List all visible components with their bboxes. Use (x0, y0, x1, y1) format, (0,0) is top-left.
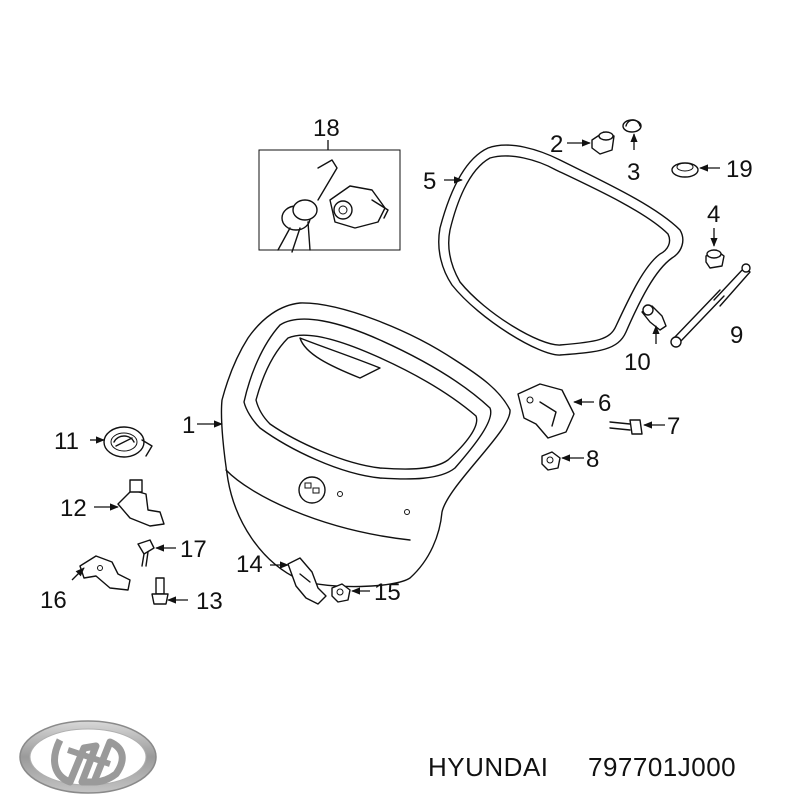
part-12-switch (117, 479, 165, 527)
part-11-emblem-handle (103, 426, 153, 458)
part-10-ball-stud (641, 304, 667, 331)
part-18-key-lock-set (258, 140, 401, 253)
callout-3: 3 (627, 159, 640, 186)
part-4-stopper (705, 249, 725, 269)
callout-5: 5 (423, 168, 436, 195)
callout-2: 2 (550, 131, 563, 158)
part-16-bracket (79, 555, 131, 591)
callout-10: 10 (624, 349, 651, 376)
part-14-striker (287, 557, 327, 605)
callout-4: 4 (707, 201, 720, 228)
part-number: 797701J000 (588, 752, 736, 782)
part-7-bolt (609, 419, 643, 435)
callout-16: 16 (40, 587, 67, 614)
part-15-nut (331, 583, 351, 603)
part-5-weatherstrip (438, 144, 684, 356)
callout-12: 12 (60, 495, 87, 522)
hyundai-logo (19, 720, 157, 794)
part-17-screw (137, 539, 155, 567)
callout-numbers: 1 2 3 4 5 6 7 8 9 10 11 12 13 14 15 16 1… (40, 115, 753, 615)
part-19-grommet (671, 162, 699, 178)
brand-name: HYUNDAI (428, 752, 549, 782)
callout-18: 18 (313, 115, 340, 142)
part-3-cap (622, 119, 642, 133)
leader-lines (71, 133, 720, 604)
part-8-nut (541, 451, 561, 471)
part-6-latch (517, 383, 575, 439)
callout-1: 1 (182, 412, 195, 439)
callout-6: 6 (598, 390, 611, 417)
callout-11: 11 (54, 428, 79, 455)
callout-13: 13 (196, 588, 223, 615)
callout-19: 19 (726, 156, 753, 183)
callout-14: 14 (236, 551, 263, 578)
callout-17: 17 (180, 536, 207, 563)
callout-9: 9 (730, 322, 743, 349)
part-13-bolt (151, 577, 169, 605)
part-1-tailgate (220, 302, 511, 588)
part-9-gas-strut (670, 263, 751, 348)
callout-15: 15 (374, 579, 401, 606)
part-caption: HYUNDAI 797701J000 (428, 752, 736, 782)
callout-7: 7 (667, 413, 680, 440)
part-2-bumper (591, 131, 615, 155)
callout-8: 8 (586, 446, 599, 473)
